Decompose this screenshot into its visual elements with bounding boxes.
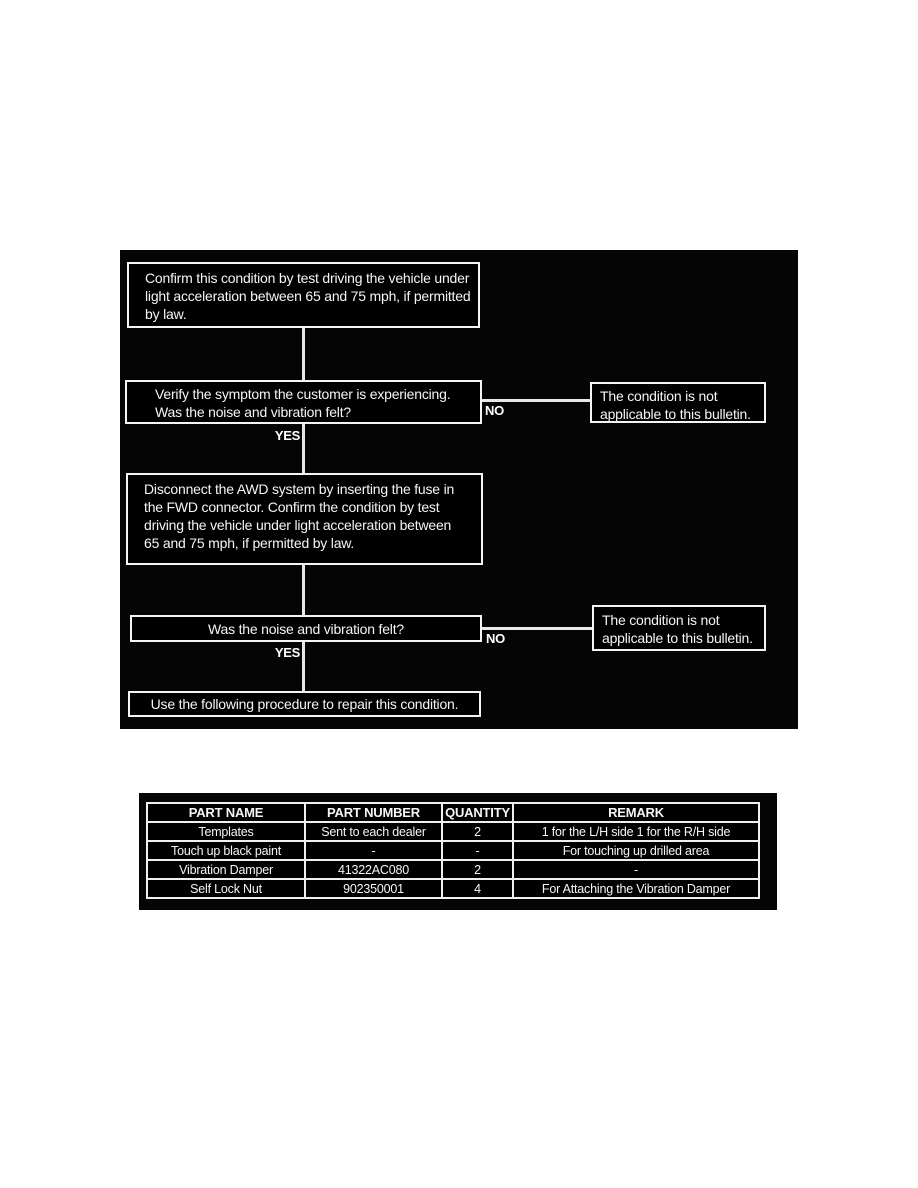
- cell-quantity: 2: [441, 821, 514, 842]
- step-text-line: 65 and 75 mph, if permitted by law.: [144, 535, 355, 551]
- header-part-name: PART NAME: [146, 802, 306, 823]
- header-remark: REMARK: [512, 802, 760, 823]
- step-text-line: Disconnect the AWD system by inserting t…: [144, 481, 455, 497]
- connector-line-no-1: [482, 399, 592, 402]
- step-text-line: Confirm this condition by test driving t…: [145, 270, 470, 286]
- cell-part-name: Templates: [146, 821, 306, 842]
- flowchart-step-recheck-noise: Was the noise and vibration felt?: [130, 615, 482, 642]
- step-text-line: by law.: [145, 306, 187, 322]
- step-text-line: driving the vehicle under light accelera…: [144, 517, 452, 533]
- step-text-line: Was the noise and vibration felt?: [208, 620, 404, 637]
- no-label-2: NO: [486, 631, 505, 646]
- flowchart-outcome-not-applicable-2: The condition is not applicable to this …: [592, 605, 766, 651]
- table-row: Templates Sent to each dealer 2 1 for th…: [146, 821, 760, 842]
- flowchart-step-disconnect-awd: Disconnect the AWD system by inserting t…: [126, 473, 483, 565]
- outcome-text-line: applicable to this bulletin.: [602, 630, 753, 646]
- table-row: Touch up black paint - - For touching up…: [146, 840, 760, 861]
- cell-part-number: 902350001: [304, 878, 443, 899]
- table-row: Vibration Damper 41322AC080 2 -: [146, 859, 760, 880]
- cell-quantity: 2: [441, 859, 514, 880]
- flowchart-panel: Confirm this condition by test driving t…: [120, 250, 798, 729]
- header-part-number: PART NUMBER: [304, 802, 443, 823]
- outcome-text-line: The condition is not: [600, 388, 718, 404]
- connector-line-down-2: [302, 424, 305, 473]
- flowchart-step-verify-symptom: Verify the symptom the customer is exper…: [125, 380, 482, 424]
- table-header-row: PART NAME PART NUMBER QUANTITY REMARK: [146, 802, 760, 823]
- no-label-1: NO: [485, 403, 504, 418]
- step-text-line: Was the noise and vibration felt?: [155, 404, 351, 420]
- table-row: Self Lock Nut 902350001 4 For Attaching …: [146, 878, 760, 899]
- connector-line-down-4: [302, 642, 305, 691]
- cell-part-name: Self Lock Nut: [146, 878, 306, 899]
- step-text-line: Use the following procedure to repair th…: [150, 696, 459, 712]
- step-text-line: light acceleration between 65 and 75 mph…: [145, 288, 471, 304]
- cell-part-name: Vibration Damper: [146, 859, 306, 880]
- cell-part-number: -: [304, 840, 443, 861]
- flowchart-step-confirm-condition: Confirm this condition by test driving t…: [127, 262, 480, 328]
- cell-remark: For Attaching the Vibration Damper: [512, 878, 760, 899]
- flowchart-outcome-not-applicable-1: The condition is not applicable to this …: [590, 382, 766, 423]
- parts-table: PART NAME PART NUMBER QUANTITY REMARK Te…: [146, 802, 760, 899]
- cell-part-name: Touch up black paint: [146, 840, 306, 861]
- connector-line-down-3: [302, 565, 305, 615]
- cell-quantity: -: [441, 840, 514, 861]
- cell-quantity: 4: [441, 878, 514, 899]
- step-text-line: the FWD connector. Confirm the condition…: [144, 499, 440, 515]
- outcome-text-line: applicable to this bulletin.: [600, 406, 751, 422]
- yes-label-1: YES: [274, 428, 300, 443]
- header-quantity: QUANTITY: [441, 802, 514, 823]
- outcome-text-line: The condition is not: [602, 612, 720, 628]
- connector-line-no-2: [482, 627, 592, 630]
- yes-label-2: YES: [274, 645, 300, 660]
- cell-remark: -: [512, 859, 760, 880]
- cell-remark: 1 for the L/H side 1 for the R/H side: [512, 821, 760, 842]
- parts-table-panel: PART NAME PART NUMBER QUANTITY REMARK Te…: [139, 793, 777, 910]
- cell-part-number: 41322AC080: [304, 859, 443, 880]
- cell-remark: For touching up drilled area: [512, 840, 760, 861]
- cell-part-number: Sent to each dealer: [304, 821, 443, 842]
- flowchart-step-repair-procedure: Use the following procedure to repair th…: [128, 691, 481, 717]
- step-text-line: Verify the symptom the customer is exper…: [155, 386, 451, 402]
- connector-line-down-1: [302, 328, 305, 380]
